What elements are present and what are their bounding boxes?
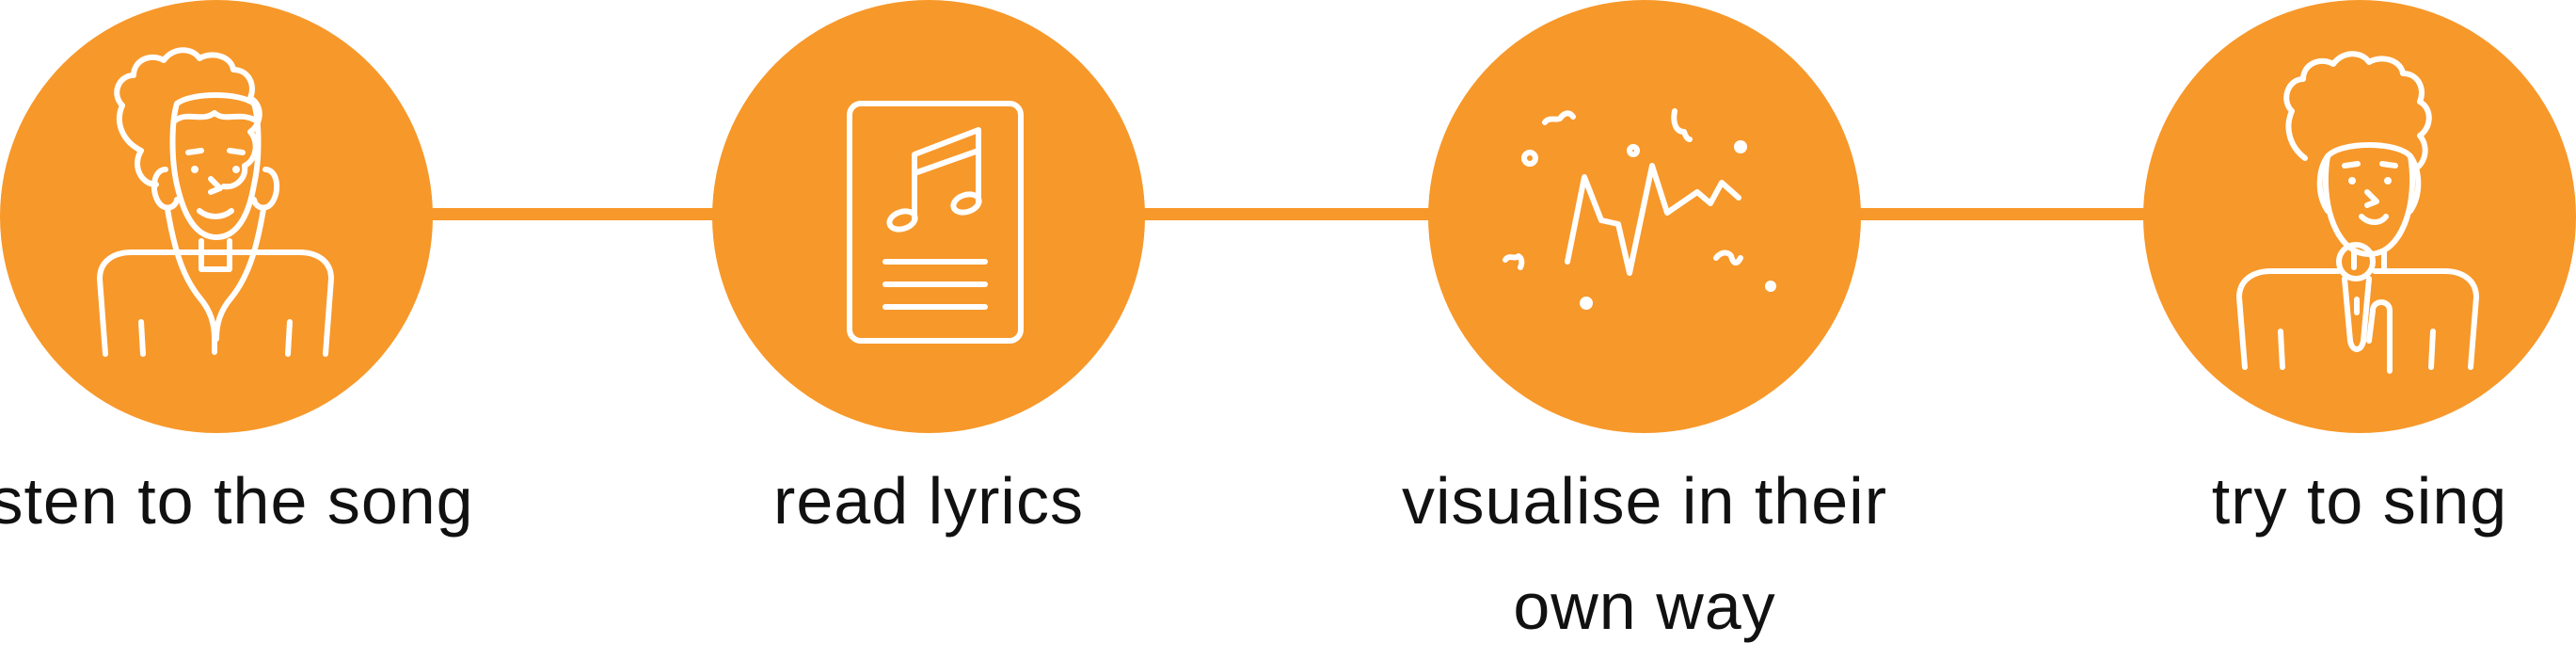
step-circle: [2143, 0, 2576, 433]
lyrics-sheet-icon: [847, 101, 1024, 344]
step-circle: [0, 0, 433, 433]
connector-line-2: [1143, 208, 1430, 220]
connector-line-1: [428, 208, 720, 220]
connector-line-3: [1853, 208, 2150, 220]
step-circle: [1428, 0, 1861, 433]
step-label: try to sing: [2211, 464, 2508, 538]
step-label: visualise in their own way: [1402, 464, 1887, 643]
step-label: listen to the song: [0, 464, 474, 538]
step-circle: [712, 0, 1145, 433]
person-headphones-icon: [97, 47, 334, 357]
sound-wave-icon: [1503, 108, 1776, 310]
person-microphone-icon: [2236, 51, 2479, 374]
step-label: read lyrics: [773, 464, 1084, 538]
